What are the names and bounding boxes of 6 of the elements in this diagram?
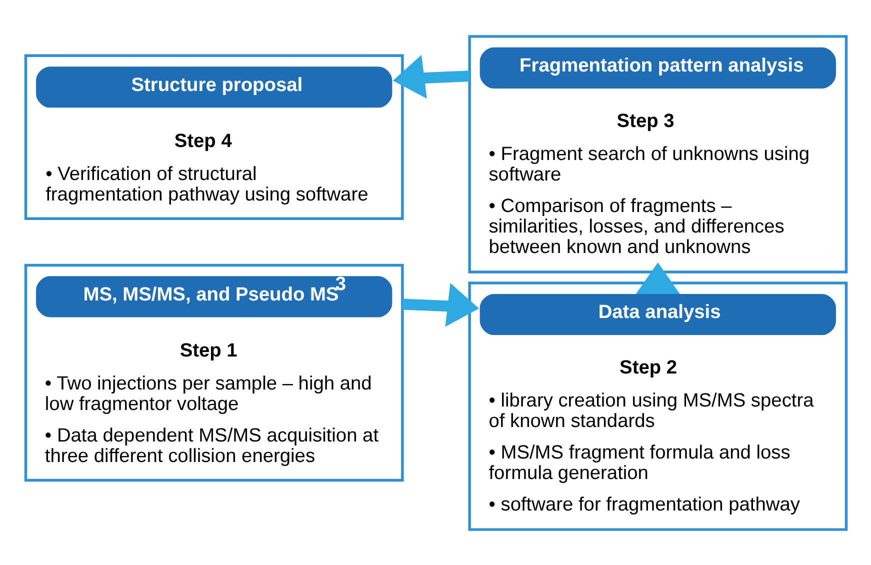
node-box: Data analysis xyxy=(479,293,836,335)
arrow xyxy=(402,282,479,326)
arrow xyxy=(392,54,470,98)
node-box: Structure proposal xyxy=(36,66,392,108)
node-box: Fragmentation pattern analysis xyxy=(479,46,836,88)
arrow xyxy=(635,262,680,294)
